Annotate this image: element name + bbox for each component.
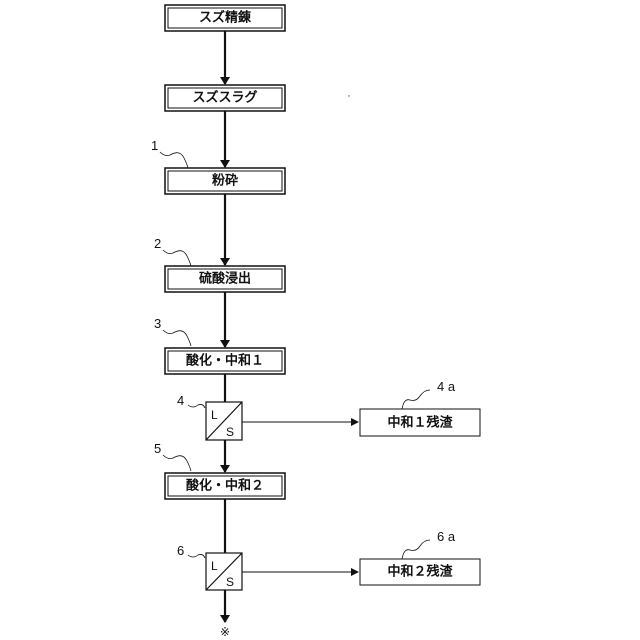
step-box-oxidation-neutralization-1: 酸化・中和１ bbox=[164, 347, 286, 375]
residue-label: 中和１残渣 bbox=[387, 415, 453, 431]
reference-number: 3 bbox=[154, 316, 161, 331]
residue-box-neutralization-2: 中和２残渣 bbox=[359, 558, 481, 586]
reference-number: 6 bbox=[177, 543, 184, 558]
residue-label: 中和２残渣 bbox=[387, 564, 453, 580]
reference-number: 4 a bbox=[437, 379, 456, 394]
reference-number: 2 bbox=[154, 236, 161, 251]
solid-liquid-separator-4: L S bbox=[205, 401, 243, 441]
reference-number: 5 bbox=[154, 441, 161, 456]
step-label: スズ精錬 bbox=[199, 10, 252, 26]
liquid-label: L bbox=[211, 559, 218, 573]
step-label: 粉砕 bbox=[212, 173, 238, 189]
reference-number: 6 a bbox=[437, 529, 456, 544]
step-label: 酸化・中和１ bbox=[186, 353, 264, 369]
solid-liquid-separator-6: L S bbox=[205, 552, 243, 591]
step-box-tin-refining: スズ精錬 bbox=[164, 4, 286, 32]
step-box-sulfuric-leaching: 硫酸浸出 bbox=[164, 265, 286, 293]
solid-label: S bbox=[226, 425, 234, 439]
reference-number: 4 bbox=[177, 393, 184, 408]
reference-number: 1 bbox=[151, 138, 158, 153]
step-label: 酸化・中和２ bbox=[186, 478, 264, 494]
step-box-oxidation-neutralization-2: 酸化・中和２ bbox=[164, 472, 286, 500]
step-label: 硫酸浸出 bbox=[199, 271, 251, 287]
step-box-tin-slag: スズスラグ bbox=[164, 84, 286, 112]
scan-speck bbox=[348, 95, 350, 97]
residue-box-neutralization-1: 中和１残渣 bbox=[359, 408, 481, 437]
step-box-grinding: 粉砕 bbox=[164, 167, 286, 195]
step-label: スズスラグ bbox=[192, 90, 257, 106]
solid-label: S bbox=[226, 575, 234, 589]
liquid-label: L bbox=[211, 408, 218, 422]
continuation-mark: ※ bbox=[220, 625, 230, 639]
